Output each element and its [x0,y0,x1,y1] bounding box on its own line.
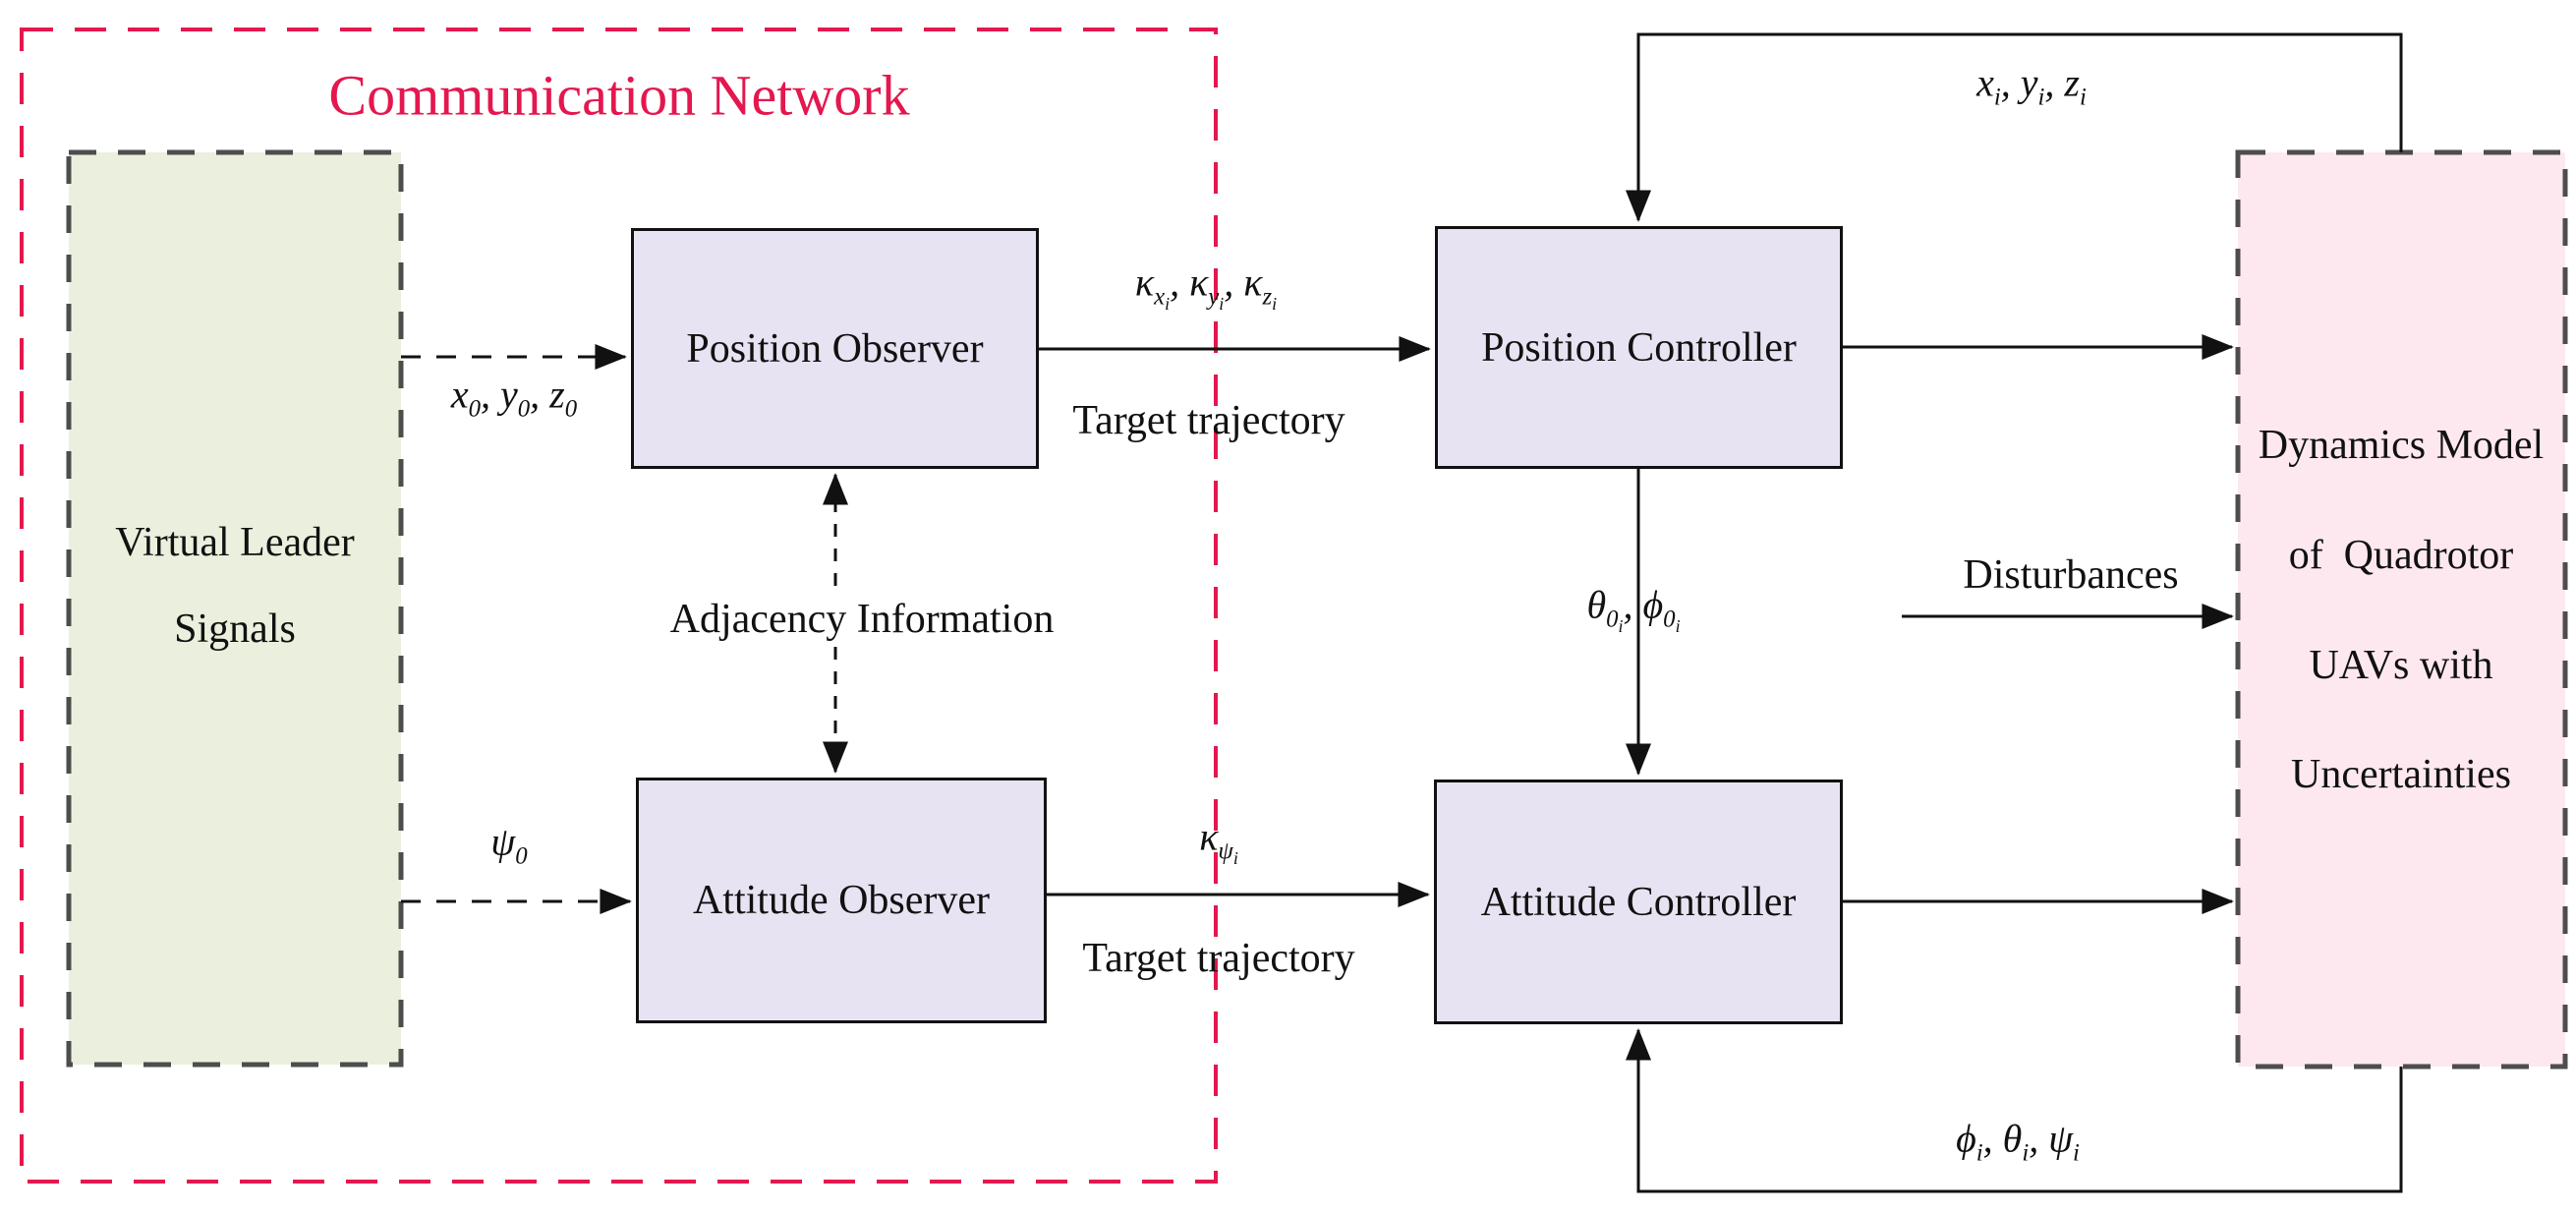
dynamics-label-line1: Dynamics Model [2258,422,2545,468]
target-trajectory-bottom-label: Target trajectory [1082,935,1355,981]
communication-network-title: Communication Network [328,63,910,128]
dynamics-label-line2: of Quadrotor [2288,532,2514,578]
position-controller-block: Position Controller [1435,226,1843,469]
dynamics-label-line4: Uncertainties [2291,751,2511,797]
position-observer-block: Position Observer [631,228,1039,469]
dynamics-model-region [2235,149,2568,1069]
attitude-feedback-path [1626,1028,2403,1193]
position-feedback-label: xi, yi, zi [1976,60,2087,111]
attitude-observer-label: Attitude Observer [692,878,991,923]
attitude-controller-block: Attitude Controller [1434,780,1843,1024]
position-observer-label: Position Observer [686,325,984,372]
tilt-reference-label: θ0i, ϕ0i [1586,582,1681,637]
communication-network-boundary [20,28,1218,1184]
leader-position-signal-label: x0, y0, z0 [450,372,578,423]
disturbances-label: Disturbances [1963,551,2179,598]
position-feedback-path [1626,32,2403,222]
attitude-observer-block: Attitude Observer [636,778,1047,1023]
adjacency-information-label: Adjacency Information [659,593,1064,646]
attitude-feedback-label: ϕi, θi, ψi [1956,1116,2080,1167]
target-trajectory-top-label: Target trajectory [1072,397,1345,443]
position-kappa-label: κxi, κyi, κzi [1134,260,1278,315]
attitude-kappa-label: κψi [1199,814,1238,869]
virtual-leader-label-line2: Signals [174,606,296,652]
dynamics-label-line3: UAVs with [2309,642,2493,688]
virtual-leader-label-line1: Virtual Leader [115,519,355,565]
virtual-leader-region [66,149,404,1068]
leader-attitude-signal-label: ψ0 [490,819,528,870]
attitude-controller-label: Attitude Controller [1480,879,1797,925]
position-controller-label: Position Controller [1481,324,1797,371]
